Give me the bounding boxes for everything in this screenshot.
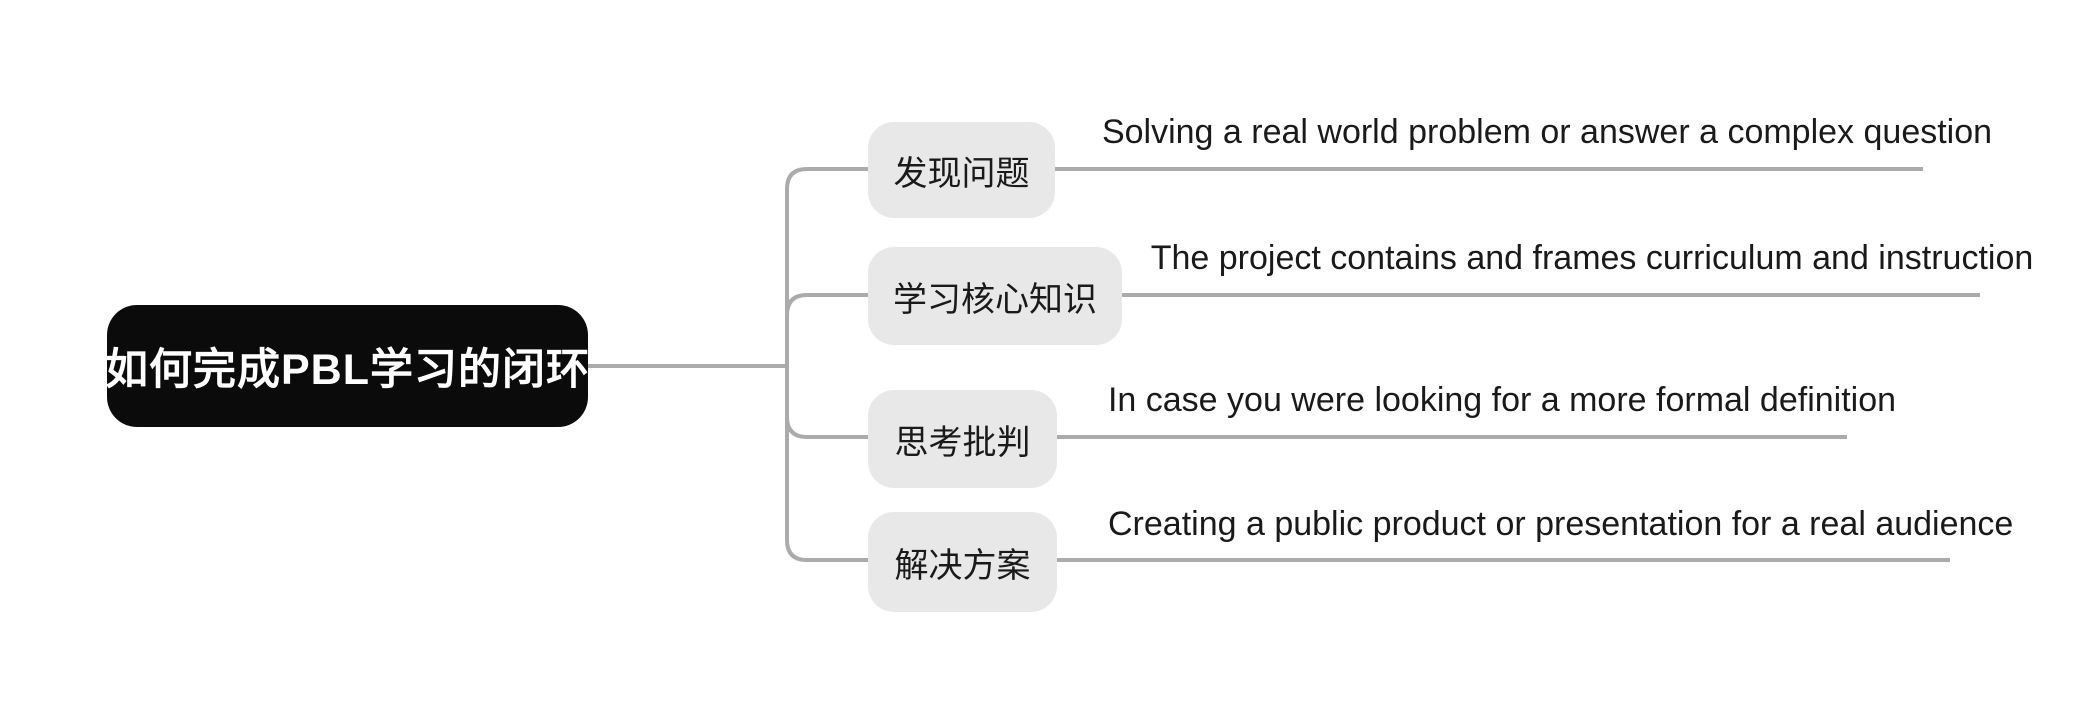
- connector-branch-4: [785, 366, 872, 562]
- connector-branch-2: [785, 293, 872, 366]
- topic-node-learn-core-knowledge[interactable]: 学习核心知识: [868, 247, 1122, 345]
- connector-branch-3: [785, 366, 872, 439]
- connector-branch-1: [785, 167, 872, 366]
- detail-node-critical-thinking[interactable]: In case you were looking for a more form…: [1107, 381, 1897, 419]
- topic-node-solution[interactable]: 解决方案: [868, 512, 1057, 612]
- detail-node-learn-core-knowledge[interactable]: The project contains and frames curricul…: [1150, 239, 2034, 277]
- topic-node-discover-problem[interactable]: 发现问题: [868, 122, 1055, 218]
- detail-node-discover-problem[interactable]: Solving a real world problem or answer a…: [1101, 113, 1993, 151]
- root-node[interactable]: 如何完成PBL学习的闭环: [105, 305, 589, 427]
- topic-node-critical-thinking[interactable]: 思考批判: [868, 390, 1057, 488]
- detail-node-solution[interactable]: Creating a public product or presentatio…: [1108, 505, 2014, 543]
